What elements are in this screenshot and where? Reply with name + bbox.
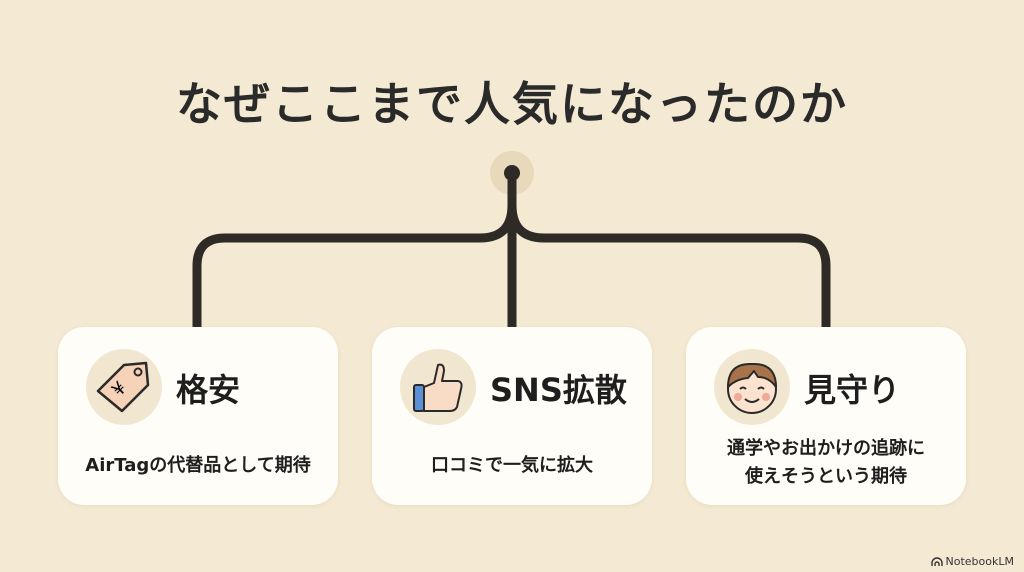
card-heading: 格安 — [176, 371, 241, 409]
card-heading: 見守り — [804, 371, 901, 409]
card-watch: 見守り 通学やお出かけの追跡に 使えそうという期待 — [686, 327, 966, 505]
card-cheap: ¥ 格安 AirTagの代替品として期待 — [58, 327, 338, 505]
thumbs-up-icon — [400, 349, 476, 425]
branch-left — [192, 200, 517, 332]
card-sns: SNS拡散 口コミで一気に拡大 — [372, 327, 652, 505]
yen-price-tag-icon: ¥ — [86, 349, 162, 425]
notebooklm-logo-icon — [930, 557, 943, 566]
card-heading: SNS拡散 — [490, 371, 627, 409]
card-description: 口コミで一気に拡大 — [431, 455, 593, 476]
notebooklm-watermark: NotebookLM — [930, 555, 1014, 568]
slide-title: なぜここまで人気になったのか — [176, 77, 848, 131]
card-description-line: 通学やお出かけの追跡に — [727, 438, 925, 459]
branch-right — [507, 200, 831, 332]
watermark-text: NotebookLM — [945, 555, 1014, 568]
card-description: 通学やお出かけの追跡に 使えそうという期待 — [686, 435, 966, 491]
card-description: AirTagの代替品として期待 — [85, 455, 311, 476]
child-face-icon — [714, 349, 790, 425]
card-description-line: 使えそうという期待 — [745, 466, 907, 487]
